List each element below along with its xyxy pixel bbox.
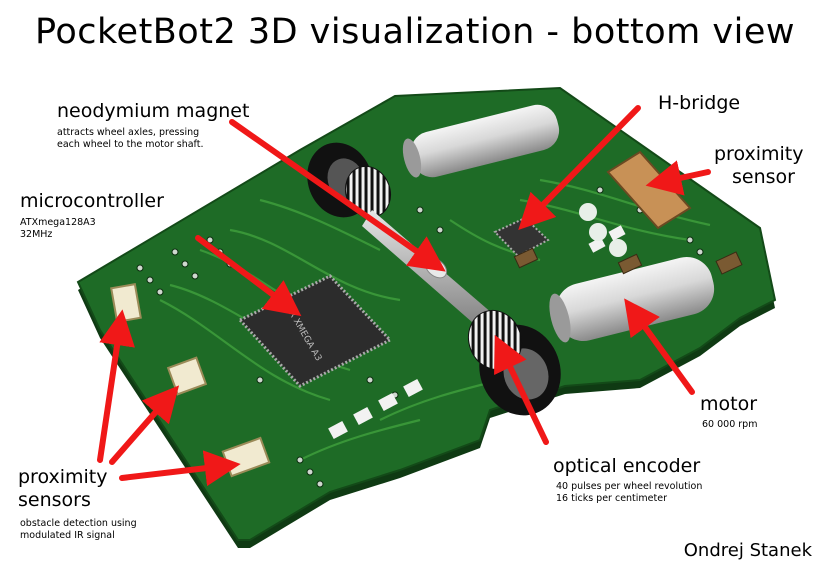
arrow-h-bridge xyxy=(518,105,641,230)
label-h-bridge: H-bridge xyxy=(658,92,741,114)
note-encoder-1: 40 pulses per wheel revolution xyxy=(556,481,703,492)
note-encoder-2: 16 ticks per centimeter xyxy=(556,493,667,504)
label-motor: motor xyxy=(700,393,758,415)
upper-wheel xyxy=(307,142,392,219)
arrow-magnet xyxy=(229,119,446,272)
note-magnet-2: each wheel to the motor shaft. xyxy=(57,139,204,150)
label-proximity-sensors-left-1: proximity xyxy=(18,466,108,488)
note-magnet-1: attracts wheel axles, pressing xyxy=(57,127,200,138)
upper-motor xyxy=(402,104,560,178)
label-proximity-sensors-left-2: sensors xyxy=(18,489,91,511)
arrow-prox-left-3 xyxy=(119,450,241,487)
arrow-motor xyxy=(624,298,695,395)
label-optical-encoder: optical encoder xyxy=(553,455,701,477)
arrow-prox-left-2 xyxy=(109,385,180,465)
label-neodymium-magnet: neodymium magnet xyxy=(57,100,250,122)
arrow-microcontroller xyxy=(195,235,302,317)
proximity-sensors-left xyxy=(110,283,271,478)
note-mcu-2: 32MHz xyxy=(20,229,53,240)
arrow-proximity-sensor-right xyxy=(645,160,711,196)
arrow-encoder xyxy=(494,334,549,445)
label-microcontroller: microcontroller xyxy=(20,190,164,212)
note-mcu-1: ATXmega128A3 xyxy=(20,217,96,228)
page-title: PocketBot2 3D visualization - bottom vie… xyxy=(35,12,795,52)
pcb-board xyxy=(76,86,777,548)
arrow-prox-left-1 xyxy=(97,309,135,463)
label-proximity-sensor-right-1: proximity xyxy=(714,143,804,165)
label-proximity-sensor-right-2: sensor xyxy=(732,166,795,188)
note-prox-left-2: modulated IR signal xyxy=(20,530,115,541)
author-credit: Ondrej Stanek xyxy=(683,540,812,561)
note-motor: 60 000 rpm xyxy=(702,419,758,430)
note-prox-left-1: obstacle detection using xyxy=(20,518,137,529)
